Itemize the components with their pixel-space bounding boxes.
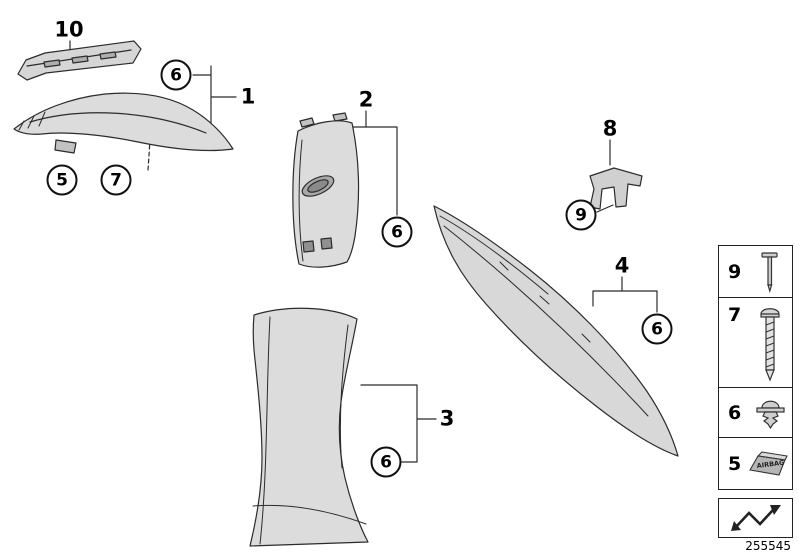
- callout-leader-lines: [69, 40, 658, 463]
- legend-num-7: 7: [728, 304, 742, 326]
- callout-circle-9[interactable]: 9: [565, 199, 597, 231]
- airbag-clip-text: AIRBAG: [756, 458, 785, 469]
- legend-num-5: 5: [728, 452, 742, 475]
- legend-num-6: 6: [728, 402, 742, 424]
- callout-8[interactable]: 8: [602, 116, 618, 141]
- callout-circle-7[interactable]: 7: [100, 164, 132, 196]
- part-1-a-pillar-trim[interactable]: [13, 92, 234, 154]
- diagram-number: 255545: [745, 539, 791, 553]
- legend-item-5-airbag-clip[interactable]: 5 AIRBAG: [718, 437, 793, 490]
- part-10-mounting-rail[interactable]: [17, 40, 142, 81]
- part-8-bracket-clip[interactable]: [589, 167, 643, 210]
- expansion-rivet-icon: [747, 250, 792, 294]
- callout-4[interactable]: 4: [614, 253, 630, 278]
- callout-circle-5[interactable]: 5: [46, 164, 78, 196]
- part-3-b-pillar-lower-trim[interactable]: [249, 307, 369, 547]
- legend-footer-symbol-box[interactable]: [718, 498, 793, 538]
- legend-item-6-grommet[interactable]: 6: [718, 387, 793, 439]
- legend-num-9: 9: [728, 261, 742, 283]
- legend-item-7-screw[interactable]: 7: [718, 297, 793, 389]
- callout-circle-6-a-pillar[interactable]: 6: [160, 59, 192, 91]
- callout-1[interactable]: 1: [240, 84, 256, 109]
- callout-10[interactable]: 10: [54, 17, 84, 42]
- legend-item-9-rivet[interactable]: 9: [718, 245, 793, 299]
- part-2-b-pillar-upper-trim[interactable]: [292, 112, 360, 268]
- grommet-clip-icon: [747, 395, 792, 431]
- zigzag-arrow-icon: [719, 503, 792, 533]
- callout-2[interactable]: 2: [358, 87, 374, 112]
- callout-3[interactable]: 3: [439, 406, 455, 431]
- callout-circle-6-c-pillar[interactable]: 6: [641, 313, 673, 345]
- part-4-c-pillar-trim[interactable]: [433, 205, 679, 457]
- airbag-clip-icon: AIRBAG: [744, 446, 792, 482]
- callout-circle-6-b-pillar-upper[interactable]: 6: [381, 216, 413, 248]
- screw-icon: [747, 303, 792, 383]
- callout-circle-6-b-pillar-lower[interactable]: 6: [370, 446, 402, 478]
